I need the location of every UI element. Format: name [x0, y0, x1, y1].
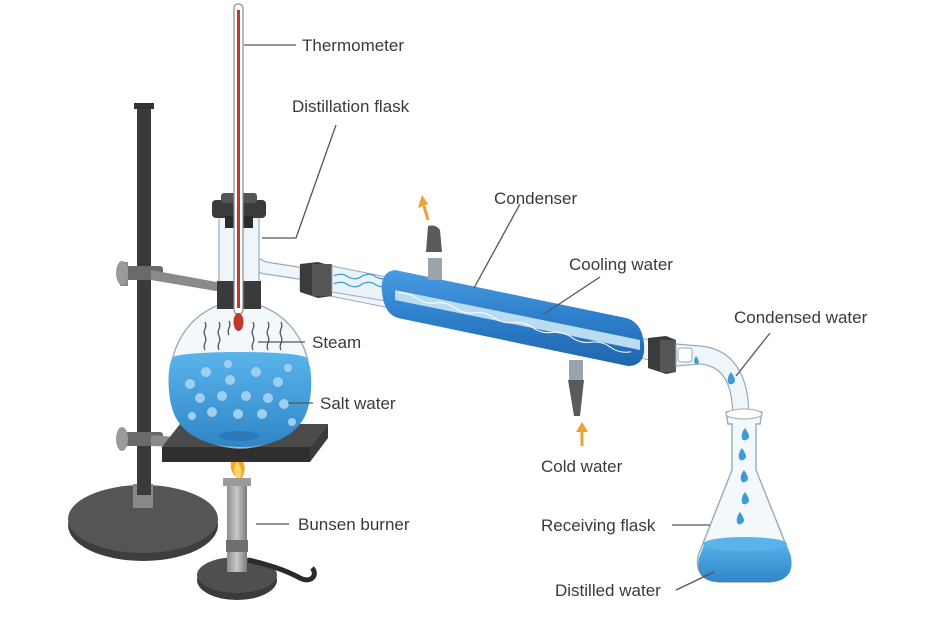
distilled-water-liquid: [698, 540, 792, 582]
label-distilled-water: Distilled water: [555, 581, 661, 600]
label-condensed-water: Condensed water: [734, 308, 868, 327]
distillation-flask: [168, 193, 319, 449]
steam-lines: [203, 320, 283, 351]
label-receiving-flask: Receiving flask: [541, 516, 656, 535]
droplets: [694, 356, 749, 525]
label-steam: Steam: [312, 333, 361, 352]
inlet-hose: [568, 380, 584, 416]
leader-lines: [244, 44, 771, 591]
label-thermometer: Thermometer: [302, 36, 404, 55]
retort-stand: [68, 103, 222, 561]
label-cold-water: Cold water: [541, 457, 623, 476]
label-distillation-flask: Distillation flask: [292, 97, 410, 116]
label-bunsen-burner: Bunsen burner: [298, 515, 410, 534]
label-condenser: Condenser: [494, 189, 578, 208]
label-cooling-water: Cooling water: [569, 255, 673, 274]
outlet-hose: [426, 225, 442, 252]
water-in-arrow-icon: [576, 422, 588, 446]
salt-particles: [185, 360, 296, 426]
condenser: [299, 225, 676, 416]
thermometer: [233, 3, 244, 331]
water-out-arrow-icon: [418, 195, 430, 221]
label-salt-water: Salt water: [320, 394, 396, 413]
